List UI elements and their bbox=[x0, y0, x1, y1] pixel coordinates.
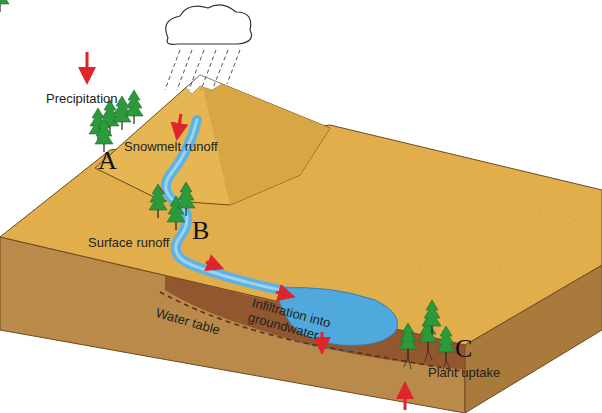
site-letter: C bbox=[455, 336, 472, 362]
process-label: Surface runoff bbox=[88, 236, 169, 251]
process-label: Snowmelt runoff bbox=[124, 140, 218, 155]
process-label: Precipitation bbox=[46, 92, 118, 107]
process-label: Plant uptake bbox=[428, 366, 500, 381]
site-letter: A bbox=[98, 148, 117, 174]
site-letter: B bbox=[192, 218, 209, 244]
